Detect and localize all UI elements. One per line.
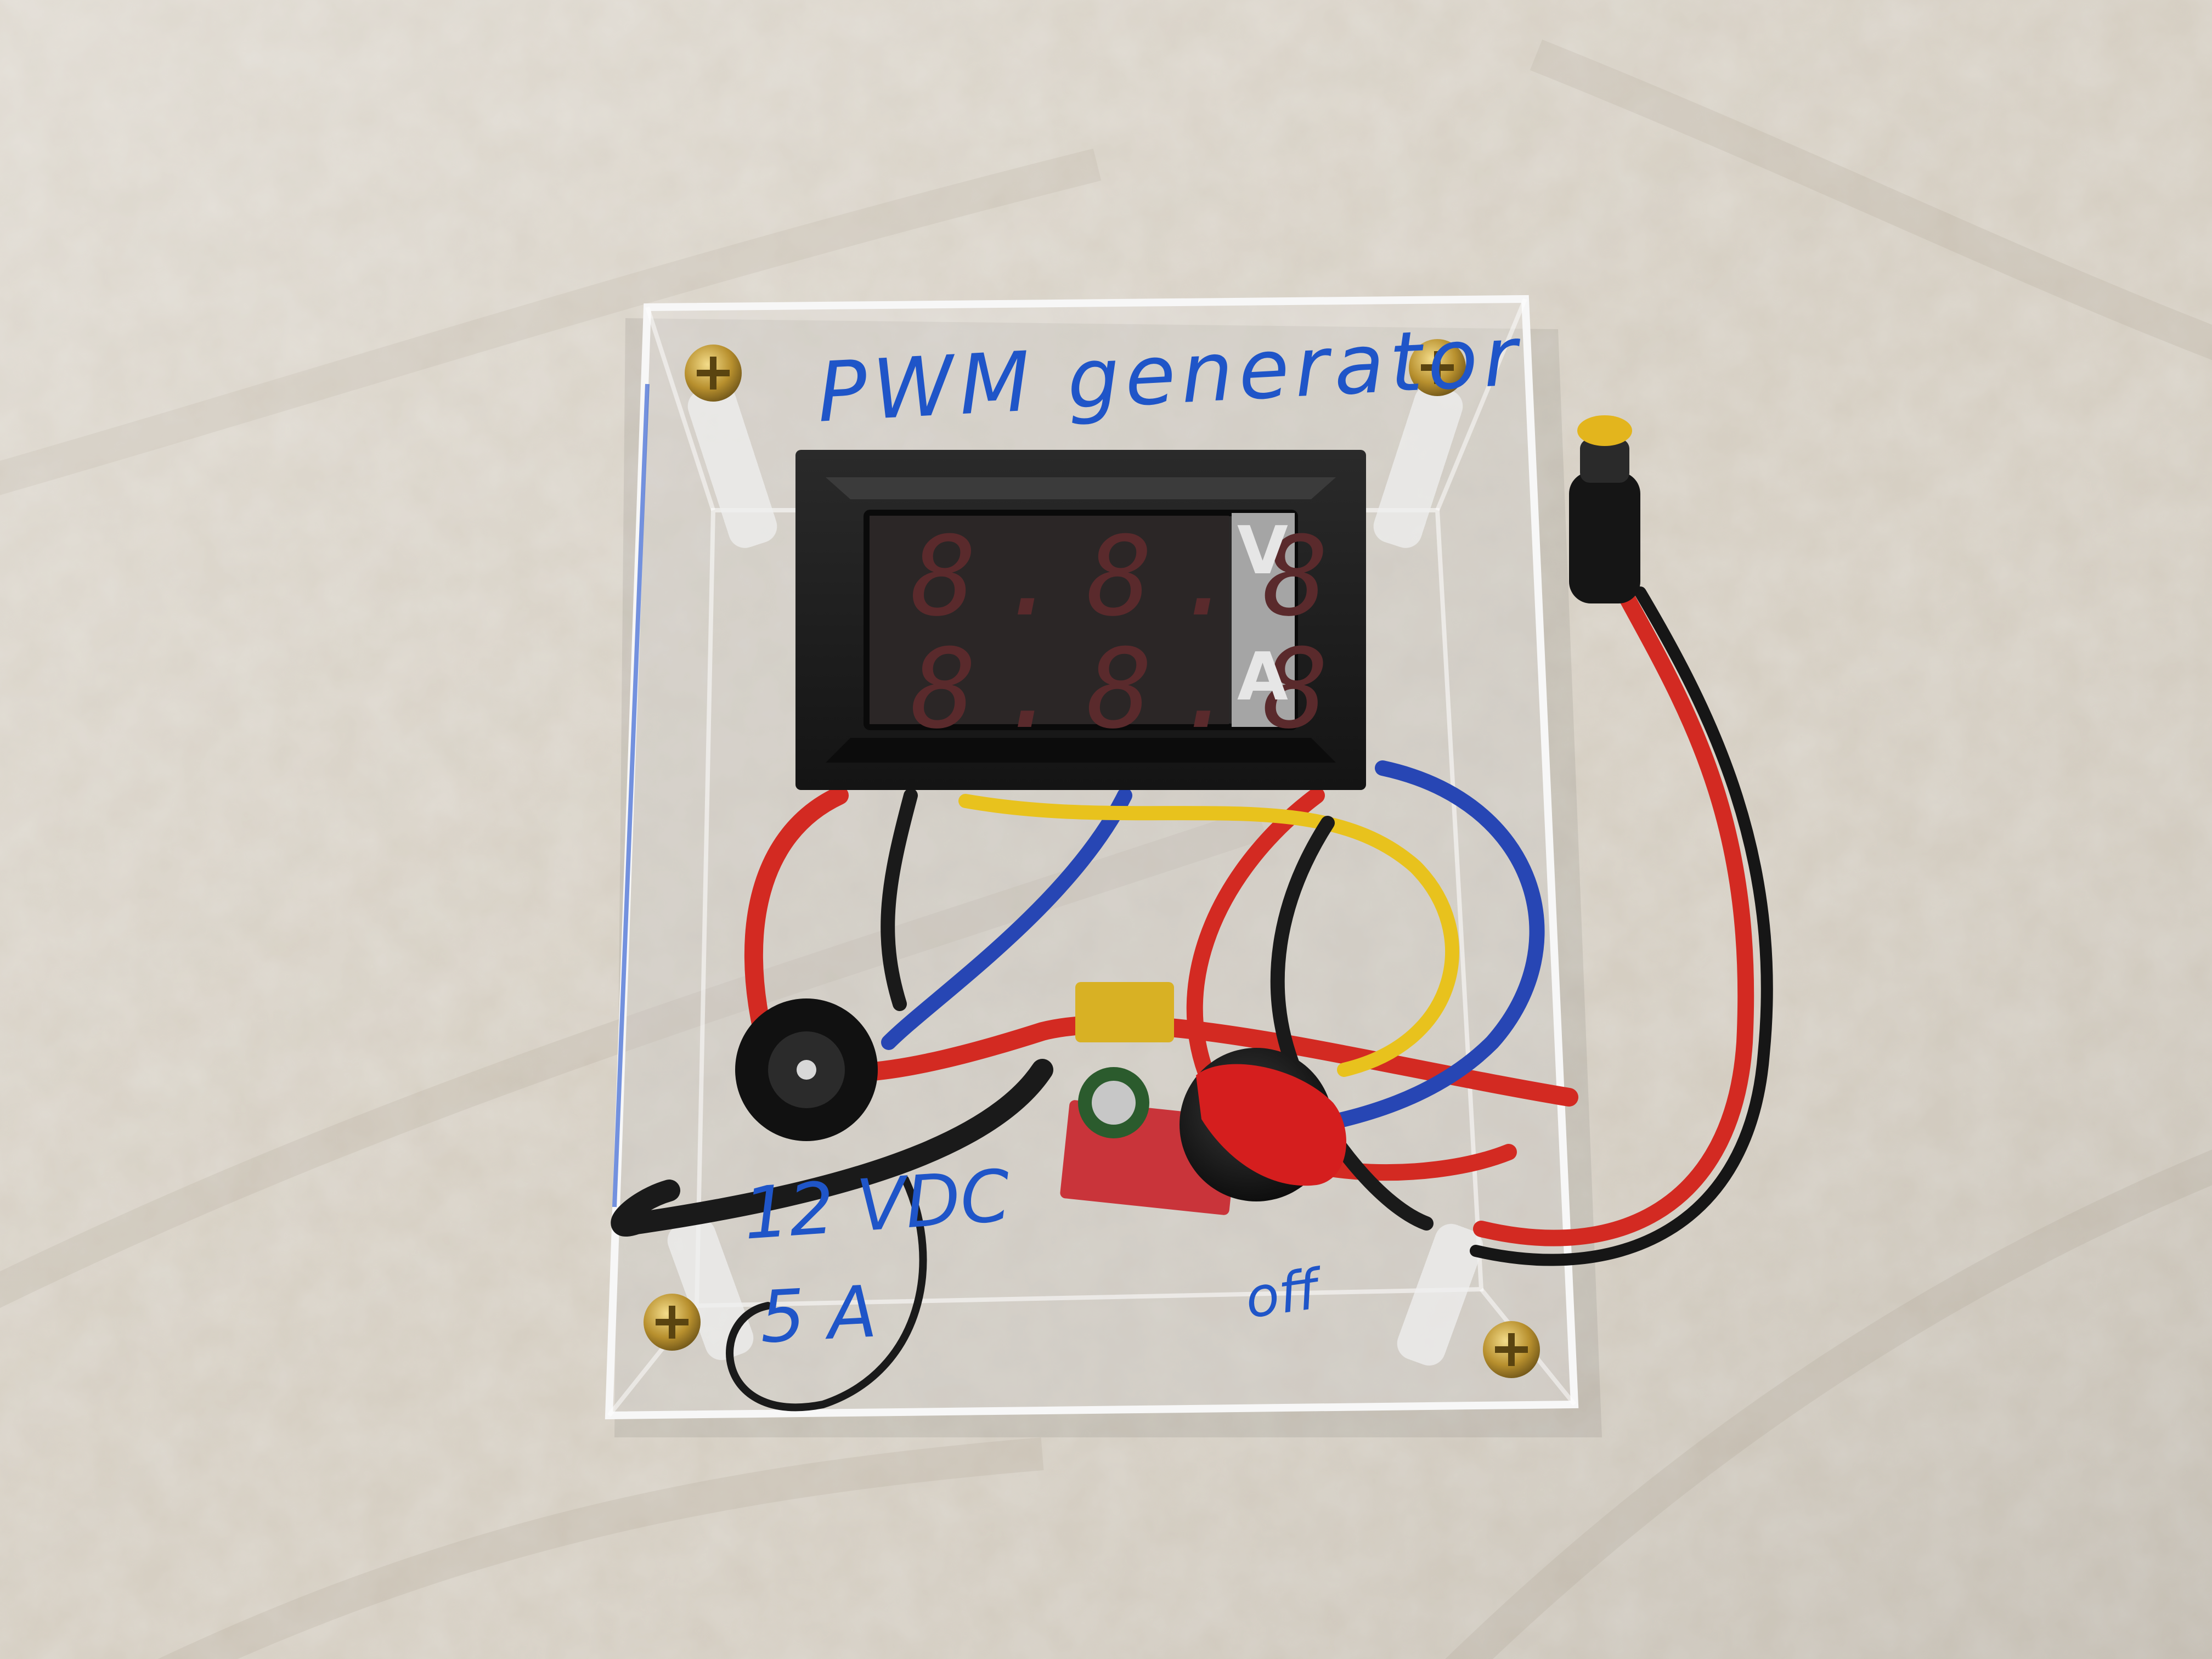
- dc-plug-icon: [1569, 415, 1640, 603]
- screw-icon: [685, 345, 742, 402]
- meter-current-readout: 8.8.8: [911, 625, 1351, 753]
- volt-amp-meter: [795, 450, 1366, 790]
- black-wire: [726, 1176, 927, 1412]
- red-wire: [744, 786, 1578, 1107]
- meter-unit-volts: V: [1237, 513, 1288, 589]
- dc-jack-socket-icon: [735, 998, 878, 1141]
- handwritten-switch-off: off: [1241, 1257, 1323, 1331]
- black-wire: [881, 788, 918, 1011]
- yellow-wire: [958, 794, 1459, 1077]
- screw-icon: [1483, 1321, 1540, 1378]
- screw-icon: [644, 1294, 701, 1351]
- blue-wire: [1282, 760, 1545, 1138]
- potentiometer-knob-icon: [1180, 1048, 1346, 1201]
- meter-unit-amps: A: [1237, 639, 1288, 715]
- handwritten-current: 5 A: [758, 1269, 879, 1359]
- screw-icon: [1409, 339, 1466, 396]
- standoff-posts: [667, 385, 1483, 1366]
- blue-wire: [881, 788, 1132, 1050]
- dc-plug-cable: [1470, 584, 1773, 1266]
- meter-voltage-readout: 8.8.8: [911, 513, 1351, 641]
- black-wire: [611, 1059, 1053, 1237]
